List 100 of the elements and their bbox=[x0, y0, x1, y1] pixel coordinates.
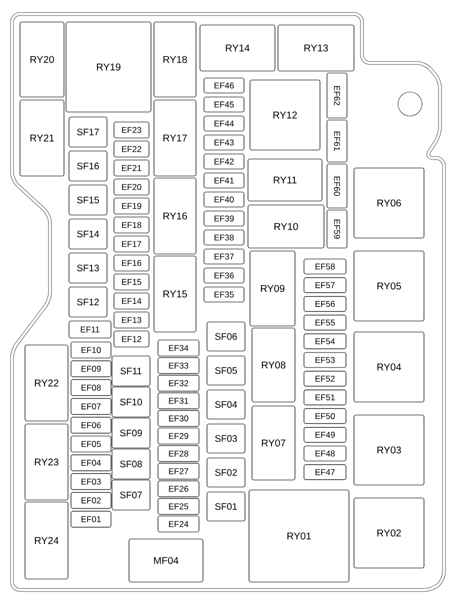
relay-box: RY02 bbox=[354, 498, 424, 568]
relay-box: RY01 bbox=[248, 490, 350, 582]
fuse-box: EF62 bbox=[326, 72, 348, 118]
relay-box: RY17 bbox=[154, 100, 196, 176]
fuse-box: EF22 bbox=[114, 140, 150, 158]
relay-box: RY09 bbox=[250, 250, 296, 326]
fuse-box: EF21 bbox=[114, 160, 150, 176]
fuse-box: EF20 bbox=[114, 178, 150, 196]
fuse-box: SF17 bbox=[68, 116, 108, 148]
fuse-box: EF49 bbox=[304, 427, 346, 443]
relay-box: RY07 bbox=[252, 406, 296, 480]
fuse-box: SF08 bbox=[112, 448, 150, 480]
fuse-box: EF32 bbox=[158, 374, 200, 392]
fuse-box: EF52 bbox=[304, 370, 346, 386]
relay-box: RY03 bbox=[354, 414, 424, 486]
fuse-box: EF34 bbox=[158, 340, 200, 356]
fuse-box: EF44 bbox=[204, 116, 244, 132]
relay-box: RY05 bbox=[354, 250, 424, 322]
fuse-box: EF35 bbox=[204, 286, 244, 302]
fuse-box: EF48 bbox=[304, 446, 346, 462]
relay-box: RY21 bbox=[20, 100, 64, 176]
relay-box: RY08 bbox=[252, 328, 296, 402]
fuse-box: EF30 bbox=[158, 410, 200, 427]
fuse-box: EF03 bbox=[70, 473, 112, 490]
relay-box: MF04 bbox=[128, 538, 204, 582]
fuse-box: EF17 bbox=[114, 236, 150, 252]
fuse-box: EF27 bbox=[158, 462, 200, 480]
fuse-box: SF14 bbox=[68, 218, 108, 250]
fuse-box: EF25 bbox=[158, 498, 200, 515]
fuse-box: EF31 bbox=[158, 392, 200, 410]
fuse-box: EF43 bbox=[204, 134, 244, 150]
relay-box: RY14 bbox=[200, 24, 276, 72]
fuse-box: SF15 bbox=[68, 184, 108, 216]
fuse-box: SF12 bbox=[68, 286, 108, 318]
fuse-box: EF60 bbox=[326, 164, 348, 208]
fuse-box: SF07 bbox=[112, 480, 150, 510]
fuse-box: EF53 bbox=[304, 352, 346, 368]
fuse-box: EF15 bbox=[114, 274, 150, 290]
fuse-box: SF02 bbox=[206, 458, 246, 488]
fuse-box: EF11 bbox=[68, 320, 112, 338]
fuse-box: SF10 bbox=[112, 386, 150, 418]
fuse-box: EF46 bbox=[204, 78, 244, 94]
fuse-box: EF59 bbox=[326, 210, 348, 248]
fuse-box: SF11 bbox=[112, 356, 150, 386]
fuse-box: EF39 bbox=[204, 210, 244, 226]
fuse-box: EF18 bbox=[114, 216, 150, 234]
fuse-box: EF58 bbox=[304, 258, 346, 274]
fuse-box: SF09 bbox=[112, 418, 150, 448]
fuse-box: EF02 bbox=[70, 492, 112, 509]
relay-box: RY06 bbox=[354, 168, 424, 238]
fuse-box: EF08 bbox=[70, 379, 112, 396]
fuse-box: EF36 bbox=[204, 268, 244, 284]
fuse-box: EF23 bbox=[114, 122, 150, 138]
fuse-box: EF33 bbox=[158, 357, 200, 374]
fuse-box: SF06 bbox=[206, 322, 246, 352]
fuse-box: EF26 bbox=[158, 480, 200, 498]
fuse-box: EF14 bbox=[114, 292, 150, 310]
fuse-box: EF01 bbox=[70, 510, 112, 528]
fuse-box: EF57 bbox=[304, 277, 346, 293]
fuse-box: EF38 bbox=[204, 230, 244, 246]
relay-box: RY18 bbox=[154, 22, 196, 98]
fuse-box: EF42 bbox=[204, 154, 244, 170]
relay-box: RY22 bbox=[24, 344, 68, 422]
fuse-box: EF47 bbox=[304, 464, 346, 480]
fuse-box: EF24 bbox=[158, 516, 200, 532]
fuse-box: SF03 bbox=[206, 424, 246, 454]
relay-box: RY15 bbox=[154, 256, 196, 332]
fuse-box: EF54 bbox=[304, 334, 346, 350]
fuse-box: SF13 bbox=[68, 252, 108, 284]
fuse-box: EF55 bbox=[304, 314, 346, 330]
relay-box: RY04 bbox=[354, 332, 424, 402]
relay-box: RY10 bbox=[248, 204, 324, 248]
fuse-box: EF06 bbox=[70, 416, 112, 434]
fuse-box: EF19 bbox=[114, 198, 150, 214]
fuse-box: EF13 bbox=[114, 312, 150, 328]
fuse-box: SF16 bbox=[68, 150, 108, 182]
fuse-box: EF10 bbox=[70, 342, 112, 358]
relay-box: RY20 bbox=[20, 22, 64, 98]
fuse-box: EF41 bbox=[204, 172, 244, 188]
fuse-box: SF01 bbox=[206, 492, 246, 522]
fuse-box: EF45 bbox=[204, 96, 244, 112]
fuse-box: EF09 bbox=[70, 360, 112, 378]
fuse-box: EF56 bbox=[304, 296, 346, 312]
fuse-box: EF51 bbox=[304, 390, 346, 406]
fuse-box: EF04 bbox=[70, 454, 112, 472]
fuse-box: EF40 bbox=[204, 192, 244, 208]
relay-box: RY19 bbox=[66, 22, 152, 112]
fuse-box: SF05 bbox=[206, 356, 246, 386]
fuse-box: EF37 bbox=[204, 248, 244, 264]
fuse-box: SF04 bbox=[206, 390, 246, 420]
relay-box: RY24 bbox=[24, 502, 68, 580]
fuse-box: EF28 bbox=[158, 445, 200, 462]
fuse-box: EF07 bbox=[70, 398, 112, 415]
relay-box: RY12 bbox=[250, 80, 320, 150]
fuse-box: EF29 bbox=[158, 428, 200, 444]
fuse-box: EF61 bbox=[326, 120, 348, 162]
relay-box: RY23 bbox=[24, 424, 68, 500]
fuse-box: EF12 bbox=[114, 330, 150, 348]
fuse-box: EF50 bbox=[304, 408, 346, 424]
fuse-box: EF05 bbox=[70, 436, 112, 452]
